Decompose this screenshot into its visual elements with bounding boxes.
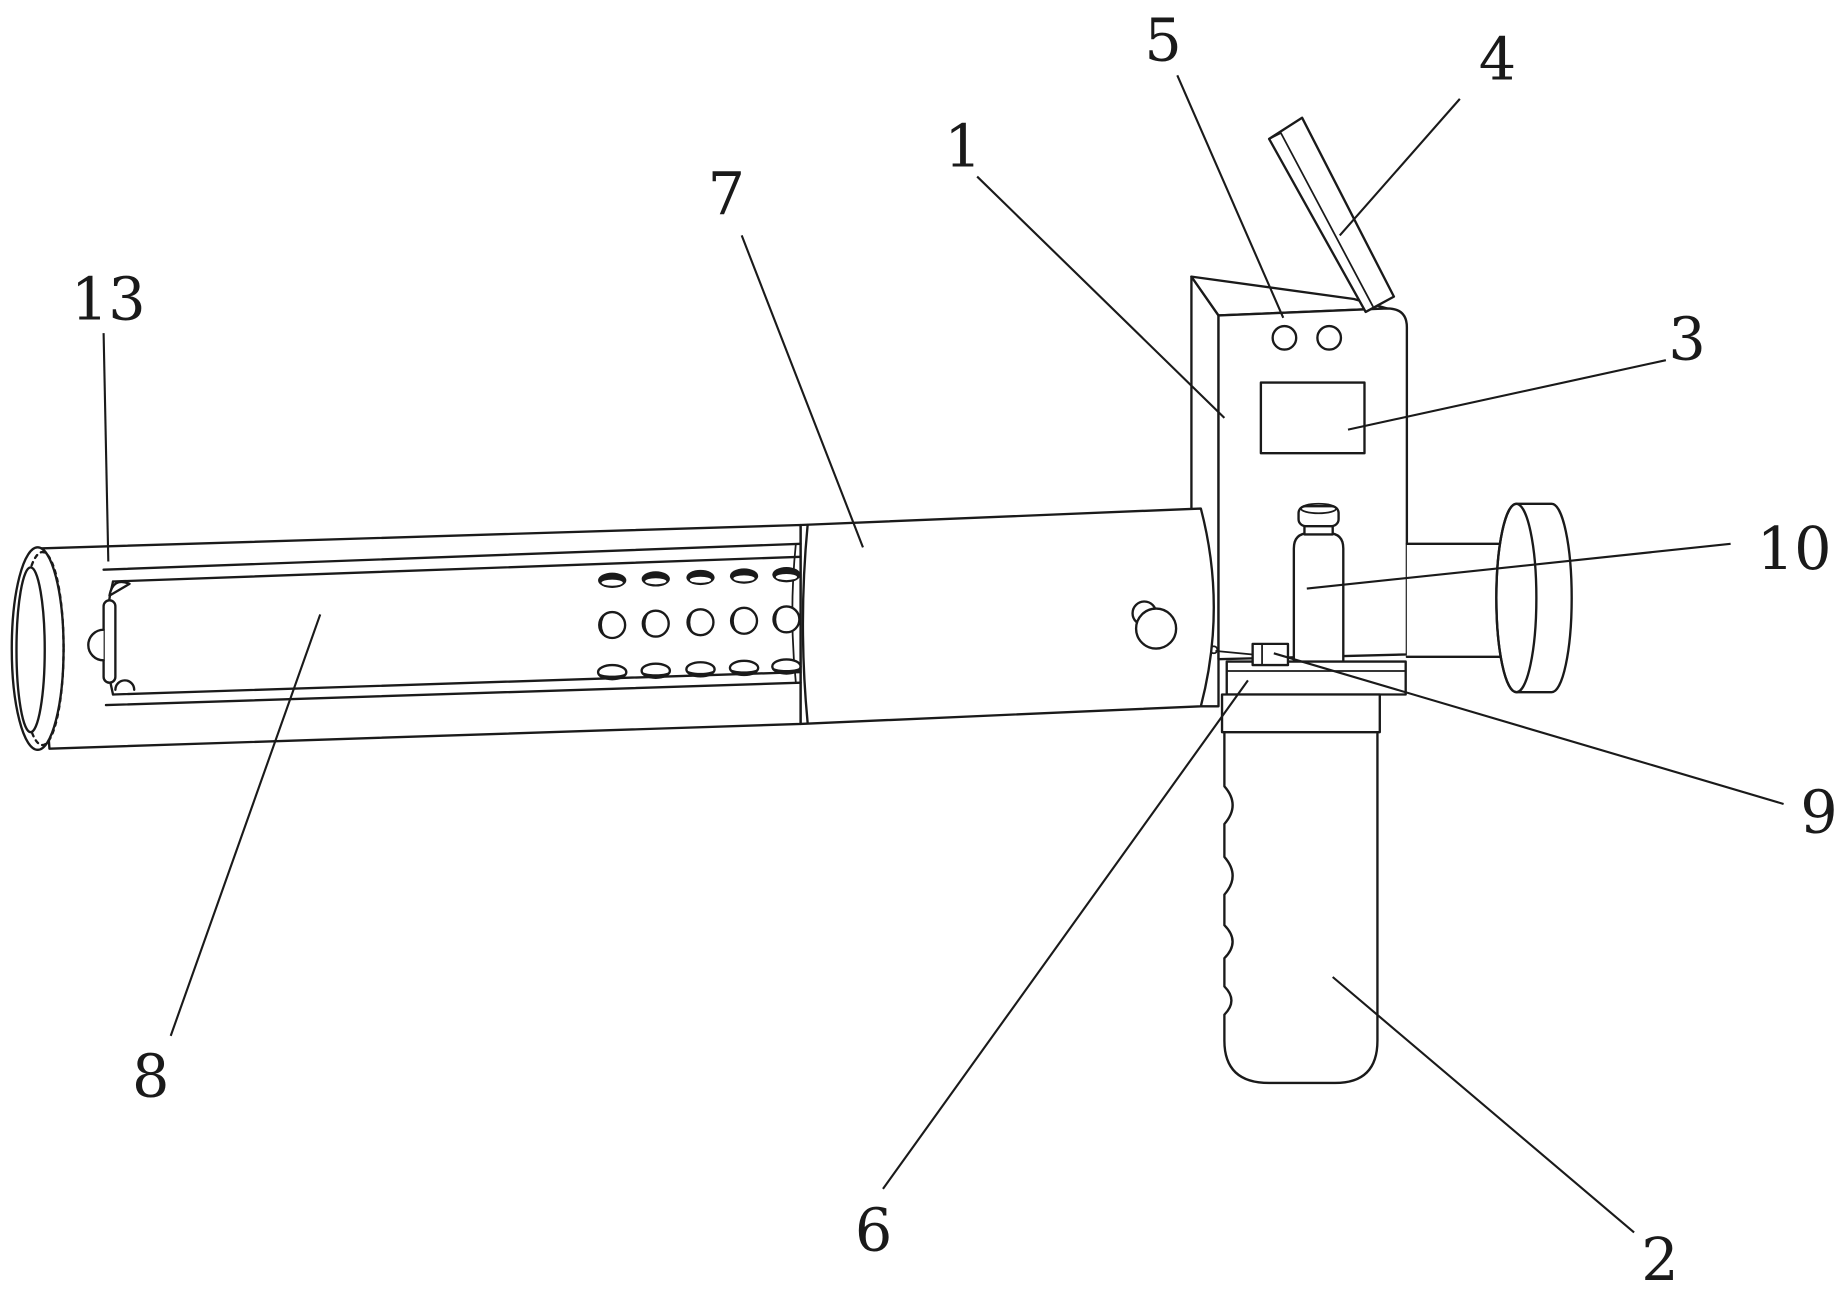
slot-clip-top bbox=[108, 580, 131, 597]
callout-9: 9 bbox=[1800, 778, 1837, 847]
display-screen bbox=[1259, 381, 1366, 455]
tube-end-ring-rim bbox=[20, 550, 65, 747]
leader-5 bbox=[1176, 74, 1285, 319]
callout-2: 2 bbox=[1641, 1225, 1678, 1294]
vent-hole-top-highlight bbox=[733, 575, 755, 582]
leader-7 bbox=[740, 235, 864, 548]
sensor-wire bbox=[1215, 650, 1254, 656]
tube-end-opening bbox=[15, 566, 46, 734]
rear-knob bbox=[1405, 502, 1573, 694]
callout-1: 1 bbox=[944, 111, 981, 180]
slot-latch bbox=[102, 599, 117, 684]
leader-6 bbox=[882, 679, 1249, 1190]
vent-hole-middle-shade bbox=[643, 611, 652, 636]
leader-2 bbox=[1332, 976, 1635, 1234]
slot-top-rail-outer bbox=[102, 542, 802, 571]
slot-bottom-rail-inner bbox=[111, 670, 802, 696]
button-circle-right bbox=[1316, 324, 1343, 351]
bottle bbox=[1292, 502, 1345, 667]
barrel bbox=[799, 507, 1215, 726]
button-circle-left bbox=[1271, 324, 1298, 351]
bottle-cap-top bbox=[1300, 502, 1338, 515]
vent-hole-middle bbox=[729, 606, 759, 635]
callout-8: 8 bbox=[132, 1041, 169, 1110]
vent-hole-middle-shade bbox=[774, 607, 782, 632]
callout-3: 3 bbox=[1668, 305, 1705, 374]
vent-hole-bottom-shade bbox=[598, 672, 627, 680]
grip-handle bbox=[1220, 693, 1381, 1085]
vent-hole-bottom-shade bbox=[729, 667, 759, 675]
vent-hole-middle bbox=[772, 605, 801, 634]
bottle-cap bbox=[1297, 504, 1340, 528]
sleeve-slot bbox=[87, 542, 802, 707]
barrel-body bbox=[799, 507, 1215, 726]
slot-clip-bottom bbox=[114, 679, 136, 691]
barrel-left-rim bbox=[801, 523, 809, 724]
vent-hole-top-highlight bbox=[645, 578, 667, 585]
callout-5: 5 bbox=[1144, 6, 1181, 75]
callout-labels: 5 4 1 7 3 13 10 9 8 6 2 bbox=[71, 6, 1838, 1294]
barrel-button bbox=[1134, 607, 1178, 650]
lid bbox=[1267, 116, 1396, 314]
sensor-box bbox=[1251, 642, 1290, 667]
vent-hole-top-highlight bbox=[775, 573, 798, 581]
slot-knob bbox=[87, 628, 105, 662]
vent-hole-top-highlight bbox=[689, 576, 712, 583]
leader-3 bbox=[1347, 359, 1667, 431]
vent-hole-middle bbox=[641, 609, 670, 638]
lid-plate bbox=[1267, 116, 1396, 314]
callout-7: 7 bbox=[708, 160, 745, 229]
knob-disc bbox=[1495, 502, 1573, 694]
handle-body bbox=[1223, 730, 1379, 1085]
callout-6: 6 bbox=[855, 1196, 892, 1265]
vent-hole-bottom-shade bbox=[641, 670, 670, 678]
callout-10: 10 bbox=[1757, 514, 1832, 583]
control-buttons bbox=[1271, 324, 1343, 351]
lid-edge bbox=[1268, 132, 1374, 307]
slot-bottom-rail-outer bbox=[104, 681, 802, 707]
leader-1 bbox=[976, 175, 1226, 419]
vent-hole-middle bbox=[598, 610, 627, 640]
vent-hole-middle bbox=[686, 608, 715, 637]
leader-10 bbox=[1306, 542, 1731, 590]
leader-4 bbox=[1338, 98, 1461, 237]
leader-lines bbox=[102, 74, 1784, 1234]
leader-8 bbox=[169, 614, 322, 1037]
vent-hole-middle-shade bbox=[688, 610, 696, 634]
vent-hole-bottom-shade bbox=[686, 669, 715, 677]
leader-13 bbox=[102, 333, 110, 562]
bottle-body bbox=[1292, 532, 1345, 667]
vent-hole-top-highlight bbox=[601, 579, 623, 586]
vent-hole-middle-shade bbox=[599, 613, 608, 637]
knob-disc-face bbox=[1495, 502, 1538, 694]
callout-4: 4 bbox=[1479, 24, 1516, 93]
sensor-unit bbox=[1209, 642, 1290, 667]
slot-top-rail-inner bbox=[111, 555, 802, 583]
vent-hole-middle-shade bbox=[731, 609, 740, 633]
handle-collar bbox=[1220, 693, 1381, 734]
leader-9 bbox=[1273, 652, 1784, 805]
callout-13: 13 bbox=[71, 264, 146, 333]
